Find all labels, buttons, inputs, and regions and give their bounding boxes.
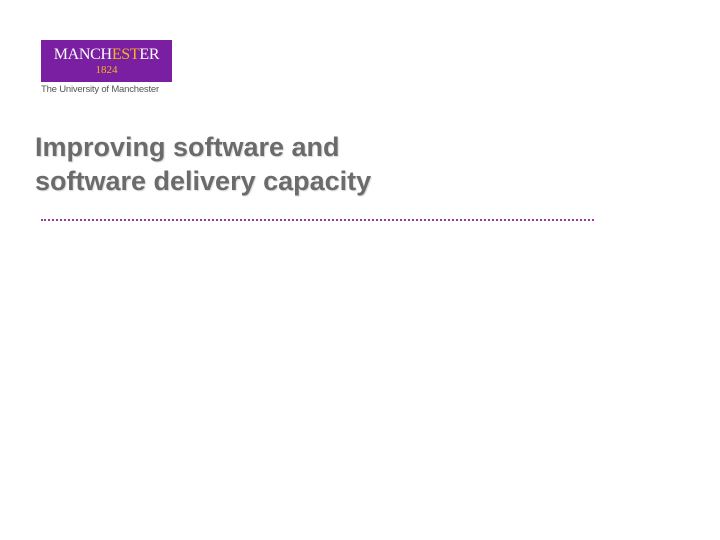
institution-name: The University of Manchester [41,84,159,95]
title-divider [41,219,594,221]
university-logo: MANCHESTER 1824 [41,40,172,82]
slide-title-line-1: Improving software and [35,132,340,162]
logo-year: 1824 [95,64,118,76]
logo-word-highlight: EST [111,46,140,63]
logo-wordmark: MANCHESTER [41,46,172,64]
slide-title-line-2: software delivery capacity [35,166,372,196]
logo-word-end: ER [139,46,160,63]
logo-word-start: MANCH [53,46,112,63]
slide-title: Improving software and software delivery… [35,130,371,198]
